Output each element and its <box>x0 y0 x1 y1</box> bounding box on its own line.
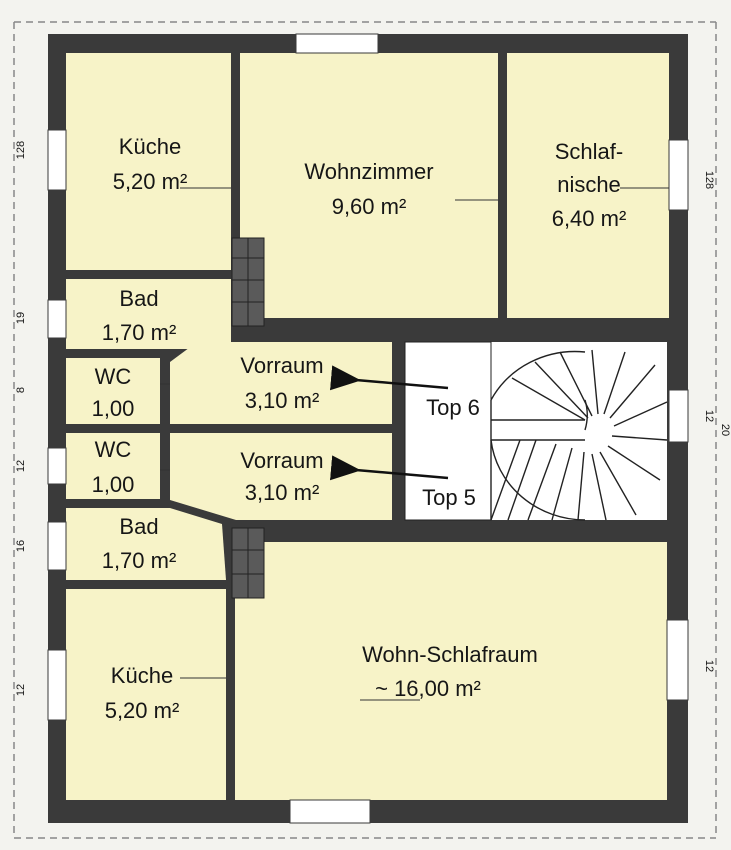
label-bad-top-area: 1,70 m² <box>102 320 177 345</box>
label-kueche-top-name: Küche <box>119 134 181 159</box>
room-vorraum-bottom <box>170 433 392 520</box>
label-wc-top-name: WC <box>95 364 132 389</box>
dim-left-3: 8 <box>15 387 27 393</box>
staircase <box>404 341 668 521</box>
room-wohnzimmer <box>240 53 498 318</box>
room-vorraum-top <box>170 342 392 424</box>
dim-left-4: 12 <box>15 460 27 472</box>
dim-right-4: 20 <box>719 424 731 436</box>
room-wc-bottom <box>66 433 160 499</box>
scan-border <box>13 21 717 839</box>
room-kueche-bottom <box>66 589 226 800</box>
label-vorraum-top-name: Vorraum <box>240 353 323 378</box>
room-schlafnische <box>507 53 669 318</box>
label-vorraum-top-area: 3,10 m² <box>245 388 320 413</box>
room-bad-bottom <box>66 508 226 580</box>
left-dimensions: 128 19 8 12 16 12 <box>15 141 27 696</box>
dim-left-6: 12 <box>15 684 27 696</box>
dim-right-1: 128 <box>703 171 715 189</box>
label-kueche-bottom-area: 5,20 m² <box>105 698 180 723</box>
label-schlafnische-name2: nische <box>557 172 621 197</box>
room-wc-top <box>66 358 160 424</box>
label-kueche-bottom-name: Küche <box>111 663 173 688</box>
label-wohn-schlafraum-name: Wohn-Schlafraum <box>362 642 538 667</box>
dim-left-2: 19 <box>15 312 27 324</box>
label-wohn-schlafraum-area: ~ 16,00 m² <box>375 676 481 701</box>
label-schlafnische-area: 6,40 m² <box>552 206 627 231</box>
label-schlafnische-name1: Schlaf- <box>555 139 623 164</box>
label-bad-bottom-name: Bad <box>119 514 158 539</box>
label-vorraum-bottom-name: Vorraum <box>240 448 323 473</box>
label-vorraum-bottom-area: 3,10 m² <box>245 480 320 505</box>
arrow-top5 <box>330 455 449 481</box>
dim-left-1: 128 <box>15 141 27 159</box>
label-wc-bottom-name: WC <box>95 437 132 462</box>
door-lines <box>160 187 669 701</box>
label-kueche-top-area: 5,20 m² <box>113 169 188 194</box>
label-wohnzimmer-name: Wohnzimmer <box>304 159 433 184</box>
label-wohnzimmer-area: 9,60 m² <box>332 194 407 219</box>
dim-left-5: 16 <box>15 540 27 552</box>
label-bad-bottom-area: 1,70 m² <box>102 548 177 573</box>
windows <box>47 33 689 824</box>
label-top5: Top 5 <box>422 485 476 510</box>
label-bad-top-name: Bad <box>119 286 158 311</box>
dim-right-2: 12 <box>703 410 715 422</box>
label-wc-top-area: 1,00 <box>92 396 135 421</box>
label-wc-bottom-area: 1,00 <box>92 472 135 497</box>
label-top6: Top 6 <box>426 395 480 420</box>
room-bad-top <box>66 279 231 349</box>
right-dimensions: 128 12 12 20 <box>703 171 731 672</box>
room-wohn-schlafraum <box>235 542 667 800</box>
room-kueche-top <box>66 53 231 270</box>
shaft <box>231 237 265 599</box>
dim-right-3: 12 <box>703 660 715 672</box>
arrow-top6 <box>330 365 449 391</box>
